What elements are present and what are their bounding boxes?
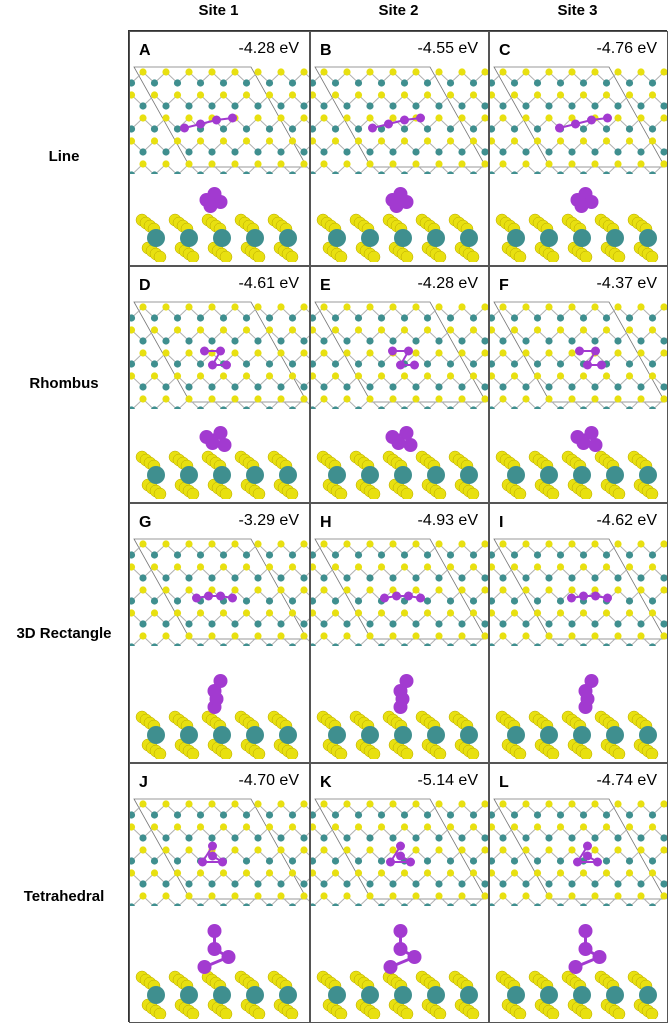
panel-d: D -4.61 eV: [129, 266, 310, 503]
panel-i: I -4.62 eV: [489, 503, 668, 763]
panel-letter: B: [320, 42, 332, 59]
panel-letter: D: [139, 277, 151, 294]
top-view-structure: [490, 798, 667, 906]
panel-letter: C: [499, 42, 511, 59]
top-view-structure: [130, 538, 309, 646]
top-view-structure: [130, 66, 309, 174]
adsorption-energy: -4.28 eV: [417, 275, 478, 292]
row-label-rhombus: Rhombus: [29, 375, 99, 392]
panel-letter: J: [139, 774, 148, 791]
side-view-structure: [135, 924, 299, 1019]
top-view-structure: [311, 538, 488, 646]
panel-c: C -4.76 eV: [489, 31, 668, 266]
side-view-structure: [495, 187, 659, 262]
adsorption-energy: -4.55 eV: [417, 40, 478, 57]
adsorption-energy: -4.37 eV: [596, 275, 657, 292]
side-view-structure: [495, 674, 659, 759]
adsorption-energy: -4.76 eV: [596, 40, 657, 57]
adsorption-energy: -4.74 eV: [596, 772, 657, 789]
adsorption-energy: -3.29 eV: [238, 512, 299, 529]
panel-letter: A: [139, 42, 151, 59]
top-view-structure: [130, 798, 309, 906]
column-header-site-1: Site 1: [198, 2, 239, 19]
panel-letter: G: [139, 514, 152, 531]
side-view-structure: [135, 674, 299, 759]
top-view-structure: [311, 66, 488, 174]
adsorption-energy: -4.28 eV: [238, 40, 299, 57]
panel-e: E -4.28 eV: [310, 266, 489, 503]
top-view-structure: [130, 301, 309, 409]
side-view-structure: [495, 426, 659, 499]
panel-g: G -3.29 eV: [129, 503, 310, 763]
adsorption-energy: -4.62 eV: [596, 512, 657, 529]
side-view-structure: [316, 426, 480, 499]
top-view-structure: [311, 798, 488, 906]
adsorption-energy: -5.14 eV: [417, 772, 478, 789]
panel-k: K -5.14 eV: [310, 763, 489, 1023]
panel-letter: K: [320, 774, 332, 791]
row-label-line: Line: [48, 148, 80, 165]
adsorption-energy: -4.70 eV: [238, 772, 299, 789]
column-header-site-2: Site 2: [378, 2, 419, 19]
side-view-structure: [316, 674, 480, 759]
row-label-3d-rectangle: 3D Rectangle: [16, 625, 112, 642]
panel-grid: A -4.28 eV B -4.55 eV C -4.76 eV D -4.61 eV E -4.…: [128, 30, 668, 1023]
panel-letter: H: [320, 514, 332, 531]
panel-b: B -4.55 eV: [310, 31, 489, 266]
side-view-structure: [316, 187, 480, 262]
top-view-structure: [490, 538, 667, 646]
top-view-structure: [490, 301, 667, 409]
column-header-site-3: Site 3: [557, 2, 598, 19]
adsorption-energy: -4.93 eV: [417, 512, 478, 529]
panel-letter: I: [499, 514, 504, 531]
top-view-structure: [311, 301, 488, 409]
row-label-tetrahedral: Tetrahedral: [23, 888, 105, 905]
side-view-structure: [316, 924, 480, 1019]
panel-letter: E: [320, 277, 331, 294]
panel-l: L -4.74 eV: [489, 763, 668, 1023]
panel-letter: L: [499, 774, 509, 791]
panel-letter: F: [499, 277, 509, 294]
side-view-structure: [135, 187, 299, 262]
side-view-structure: [495, 924, 659, 1019]
panel-j: J -4.70 eV: [129, 763, 310, 1023]
panel-a: A -4.28 eV: [129, 31, 310, 266]
side-view-structure: [135, 426, 299, 499]
panel-h: H -4.93 eV: [310, 503, 489, 763]
panel-f: F -4.37 eV: [489, 266, 668, 503]
top-view-structure: [490, 66, 667, 174]
adsorption-energy: -4.61 eV: [238, 275, 299, 292]
